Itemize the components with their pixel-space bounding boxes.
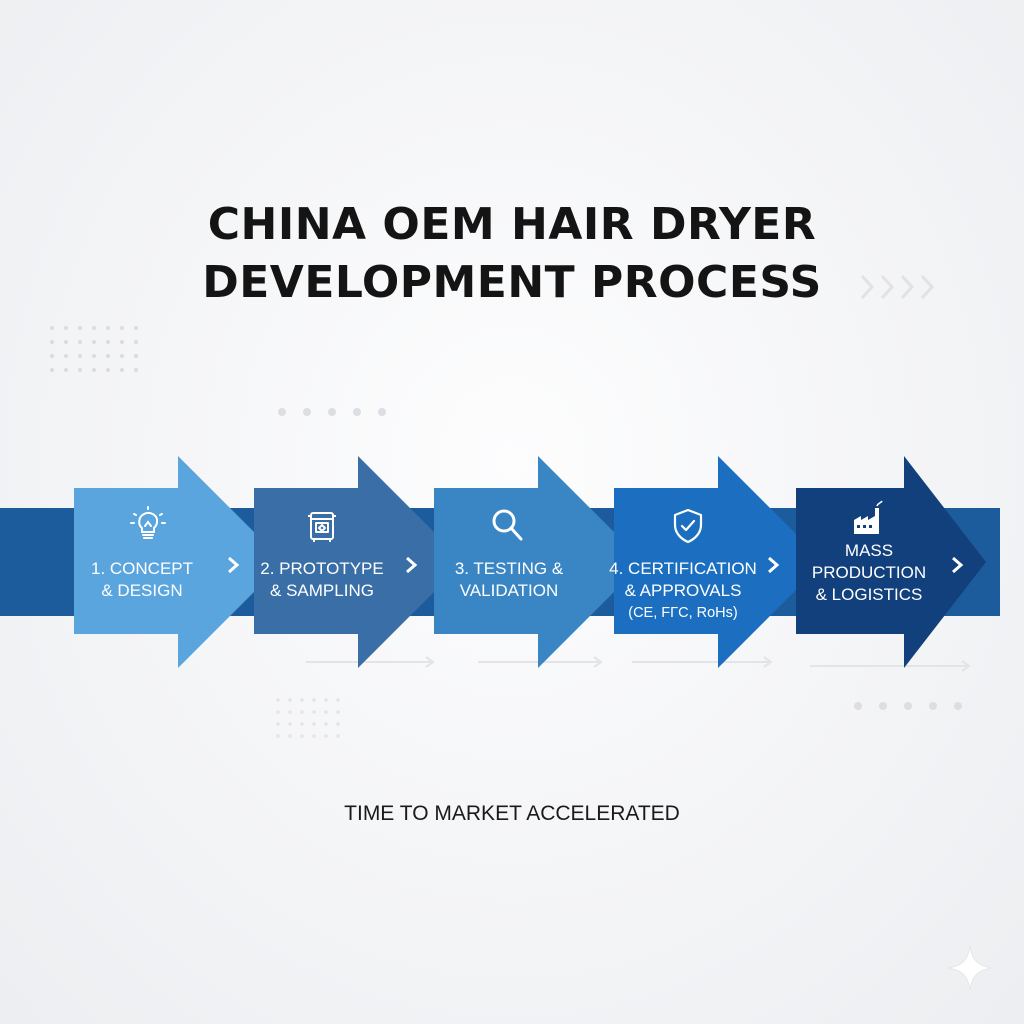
stage-label-line-2: & SAMPLING (270, 581, 374, 600)
footer-tagline: TIME TO MARKET ACCELERATED (344, 802, 680, 825)
stage-arrow-shape (796, 456, 986, 668)
chevron-trail-decoration (860, 274, 935, 300)
prototype-machine-icon (308, 512, 336, 542)
chevron-right-icon (228, 556, 240, 574)
stage-concept-design: 1. CONCEPT & DESIGN (74, 456, 284, 668)
stage-label: 4. CERTIFICATION & APPROVALS (CE, FΓC, R… (608, 558, 758, 624)
dot-grid-decoration-bottom (276, 698, 340, 738)
factory-icon (854, 500, 883, 534)
stage-testing-validation: 3. TESTING & VALIDATION (434, 456, 644, 668)
magnifier-icon (492, 509, 523, 541)
stage-label-line-3: (CE, FΓC, RoHs) (628, 605, 738, 621)
stage-label: 3. TESTING & VALIDATION (434, 558, 584, 602)
stage-label-line-2: & DESIGN (101, 581, 183, 600)
stage-label: 1. CONCEPT & DESIGN (74, 558, 210, 602)
stage-label-line-1: 4. CERTIFICATION (609, 559, 757, 578)
stage-arrow-shape (74, 456, 284, 668)
stage-prototype-sampling: 2. PROTOTYPE & SAMPLING (254, 456, 464, 668)
stage-arrow-shape (614, 456, 824, 668)
stage-mass-production-logistics: MASS PRODUCTION & LOGISTICS (796, 456, 1006, 668)
title-line-2: DEVELOPMENT PROCESS (202, 257, 822, 308)
stage-arrow-shape (434, 456, 644, 668)
shield-check-icon (673, 508, 703, 544)
lightbulb-icon (130, 506, 166, 539)
stage-label: 2. PROTOTYPE & SAMPLING (254, 558, 390, 602)
stage-label-line-1: 3. TESTING & (454, 559, 564, 578)
chevron-right-icon (768, 556, 780, 574)
dot-row-decoration (278, 408, 386, 416)
stage-label-line-1: MASS (844, 541, 894, 560)
chevron-right-icon (952, 556, 964, 574)
stage-label-line-1: 1. CONCEPT (90, 559, 194, 578)
dot-row-decoration-bottom (854, 702, 962, 710)
chevron-right-icon (406, 556, 418, 574)
sparkle-icon (947, 945, 993, 991)
title-line-1: CHINA OEM HAIR DRYER (207, 199, 817, 250)
stage-label-line-1: 2. PROTOTYPE (260, 559, 384, 578)
stage-arrow-shape (254, 456, 464, 668)
stage-label-line-2: & APPROVALS (624, 581, 742, 600)
stage-label: MASS PRODUCTION & LOGISTICS (796, 540, 942, 606)
dot-grid-decoration (50, 326, 138, 372)
stage-certification-approvals: 4. CERTIFICATION & APPROVALS (CE, FΓC, R… (609, 456, 824, 668)
stage-label-line-2: PRODUCTION (811, 563, 927, 582)
stage-label-line-2: VALIDATION (459, 581, 559, 600)
page-title: CHINA OEM HAIR DRYER DEVELOPMENT PROCESS (0, 196, 1024, 312)
stage-label-line-3: & LOGISTICS (815, 585, 923, 604)
